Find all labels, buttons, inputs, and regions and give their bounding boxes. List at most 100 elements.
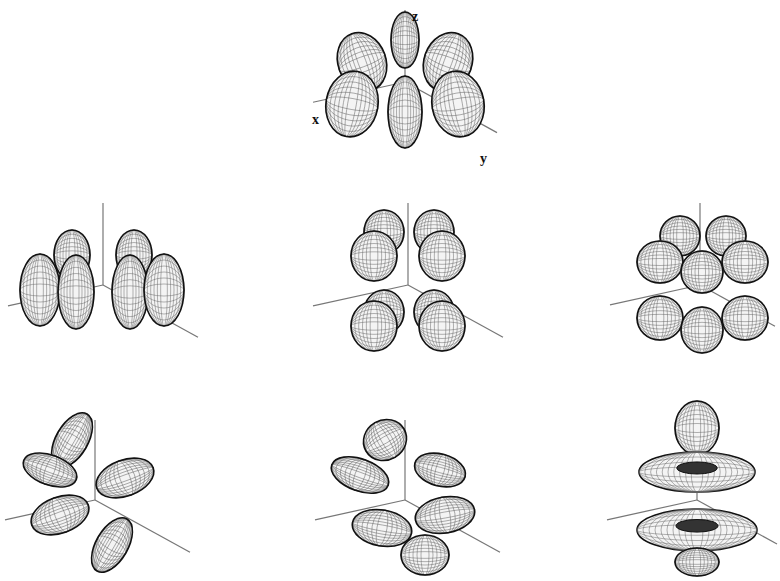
mesh-line bbox=[686, 401, 708, 455]
mesh-line bbox=[124, 255, 136, 329]
mesh-line bbox=[121, 255, 139, 329]
mesh-line bbox=[359, 301, 390, 351]
mesh-line bbox=[649, 509, 745, 551]
mesh-line bbox=[419, 235, 465, 277]
mesh-line bbox=[398, 12, 412, 68]
mesh-line bbox=[675, 415, 719, 442]
mesh-line bbox=[681, 319, 723, 342]
mesh-line bbox=[20, 284, 60, 296]
mesh-line bbox=[662, 452, 732, 492]
mesh-line bbox=[722, 259, 768, 266]
mesh-line bbox=[112, 280, 148, 305]
mesh-line bbox=[331, 462, 389, 488]
lobe-fill bbox=[19, 446, 82, 493]
orbital-lobe bbox=[351, 231, 397, 281]
mesh-line bbox=[362, 415, 407, 464]
lobe-fill bbox=[91, 451, 160, 505]
lobe-outline bbox=[675, 401, 719, 455]
axis-label: x bbox=[312, 113, 319, 127]
lobe-fill bbox=[326, 450, 393, 501]
mesh-line bbox=[397, 76, 414, 148]
lobe-fill bbox=[412, 492, 477, 538]
mesh-line bbox=[645, 241, 676, 283]
mesh-line bbox=[394, 76, 417, 148]
orbital-lobe bbox=[58, 255, 94, 329]
mesh-line bbox=[643, 509, 751, 551]
mesh-line bbox=[388, 106, 422, 118]
mesh-line bbox=[730, 241, 761, 283]
mesh-line bbox=[30, 254, 50, 326]
mesh-line bbox=[94, 459, 157, 496]
orbital-lobe bbox=[411, 448, 470, 492]
mesh-line bbox=[147, 254, 180, 326]
mesh-line bbox=[70, 255, 82, 329]
mesh-line bbox=[67, 255, 85, 329]
lobe-outline bbox=[722, 296, 768, 340]
mesh-line bbox=[434, 301, 449, 351]
mesh-line bbox=[419, 248, 465, 265]
torus-hole bbox=[677, 462, 718, 474]
mesh-line bbox=[144, 266, 184, 314]
lobe-outline bbox=[112, 255, 148, 329]
mesh-line bbox=[645, 452, 749, 492]
lobe-outline bbox=[326, 450, 393, 501]
mesh-line bbox=[652, 296, 667, 340]
mesh-line bbox=[27, 254, 54, 326]
mesh-line bbox=[722, 255, 768, 269]
mesh-line bbox=[692, 307, 713, 353]
mesh-line bbox=[355, 301, 393, 351]
mesh-line bbox=[20, 278, 60, 302]
f-orbital bbox=[315, 412, 500, 575]
lobe-fill bbox=[401, 535, 449, 575]
mesh-line bbox=[391, 21, 419, 58]
mesh-line bbox=[661, 509, 733, 551]
orbital-lobe bbox=[19, 446, 82, 493]
mesh-line bbox=[351, 322, 397, 330]
mesh-line bbox=[419, 252, 465, 260]
lobe-fill bbox=[419, 301, 465, 351]
mesh-line bbox=[388, 100, 422, 124]
mesh-line bbox=[695, 251, 709, 293]
mesh-line bbox=[674, 452, 720, 492]
lobe-outline bbox=[19, 446, 82, 493]
mesh-line bbox=[675, 550, 719, 573]
mesh-line bbox=[431, 301, 454, 351]
mesh-line bbox=[690, 548, 705, 576]
mesh-line bbox=[693, 548, 700, 576]
mesh-line bbox=[338, 70, 367, 138]
lobe-fill bbox=[321, 67, 384, 141]
orbital-lobe bbox=[681, 251, 723, 293]
mesh-line bbox=[115, 255, 145, 329]
lobe-outline bbox=[637, 296, 683, 340]
mesh-line bbox=[675, 406, 719, 451]
lobe-fill bbox=[427, 67, 490, 141]
mesh-line bbox=[682, 548, 711, 576]
mesh-line bbox=[112, 274, 148, 311]
mesh-line bbox=[690, 401, 705, 455]
lobe-outline bbox=[681, 251, 723, 293]
mesh-line bbox=[444, 70, 473, 138]
mesh-line bbox=[391, 26, 419, 54]
mesh-line bbox=[431, 94, 484, 114]
orbital-lobe bbox=[351, 301, 397, 351]
mesh-line bbox=[351, 244, 397, 269]
mesh-line bbox=[675, 560, 719, 565]
mesh-line bbox=[432, 453, 449, 486]
lobe-fill bbox=[722, 296, 768, 340]
mesh-line bbox=[350, 511, 413, 545]
mesh-line bbox=[355, 231, 393, 281]
mesh-line bbox=[681, 258, 723, 286]
orbital-lobe bbox=[26, 488, 95, 542]
mesh-line bbox=[33, 254, 46, 326]
mesh-line bbox=[438, 301, 446, 351]
mesh-line bbox=[100, 454, 150, 502]
mesh-line bbox=[430, 83, 487, 125]
f-orbital bbox=[8, 203, 198, 337]
orbital-lobe bbox=[681, 307, 723, 353]
mesh-line bbox=[351, 235, 397, 277]
orbital-lobe bbox=[675, 401, 719, 455]
coordinate-axes bbox=[313, 203, 503, 337]
torus-outline bbox=[639, 452, 755, 492]
mesh-line bbox=[30, 499, 90, 531]
mesh-line bbox=[329, 457, 391, 493]
